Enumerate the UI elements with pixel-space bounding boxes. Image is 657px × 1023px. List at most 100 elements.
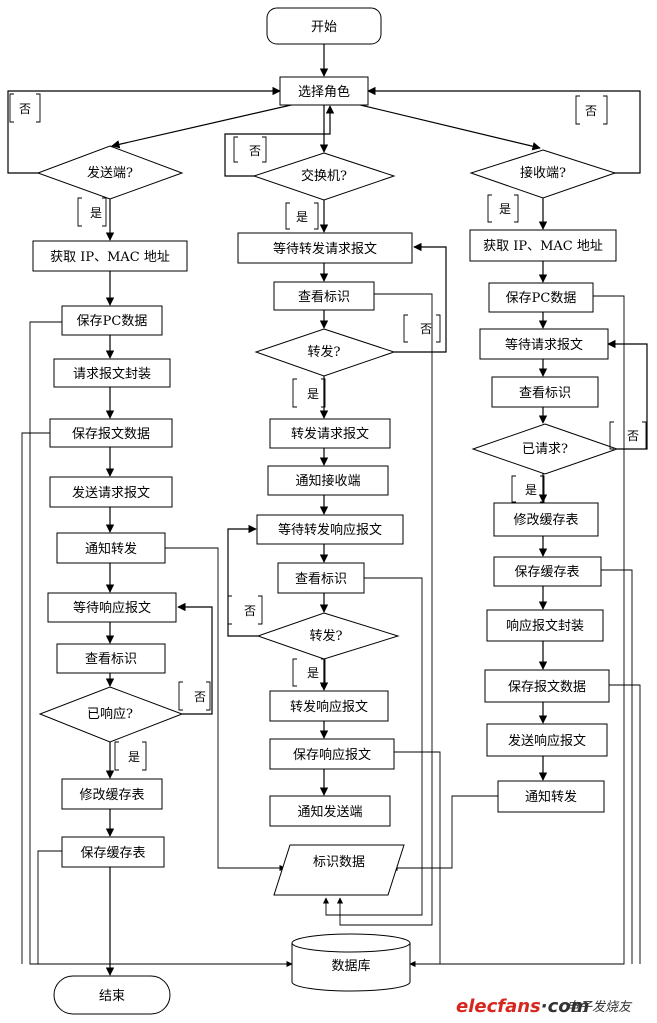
watermark-cn: 电子发烧友 — [566, 1000, 633, 1015]
receiver-save-cache-label: 保存缓存表 — [514, 565, 579, 580]
no-label-receiver-loop: 否 — [585, 104, 597, 118]
yes-label-receiver: 是 — [499, 202, 511, 216]
switch-forward1-label: 转发? — [308, 344, 341, 360]
receiver-resp-pack-box — [486, 609, 604, 642]
is-switch-label: 交换机? — [301, 168, 347, 184]
receiver-notify-fwd-label: 通知转发 — [525, 789, 577, 805]
switch-forward1-decision — [254, 328, 396, 377]
switch-check-id2-box — [277, 562, 365, 594]
receiver-check-id-label: 查看标识 — [519, 385, 571, 401]
switch-fwd-resp-label: 转发响应报文 — [290, 699, 368, 715]
sender-save-msg-box — [49, 418, 173, 448]
switch-forward2-label: 转发? — [310, 628, 343, 644]
switch-check-id1-label: 查看标识 — [298, 289, 350, 305]
receiver-requested-label: 已请求? — [522, 442, 568, 457]
select-role-box — [279, 76, 369, 106]
sender-save-pc-label: 保存PC数据 — [77, 314, 148, 329]
receiver-notify-fwd-box — [497, 780, 605, 813]
switch-wait-req-label: 等待转发请求报文 — [273, 241, 377, 257]
id-data-parallelogram — [273, 844, 405, 896]
sender-send-req-box — [49, 476, 173, 508]
sender-responded-label: 已响应? — [87, 706, 133, 722]
sender-check-id-label: 查看标识 — [85, 651, 137, 667]
receiver-save-pc-label: 保存PC数据 — [506, 291, 577, 306]
end-label: 结束 — [99, 989, 125, 1004]
watermark-com: com — [548, 996, 590, 1017]
switch-fwd-req-box — [269, 418, 391, 449]
yes-label-responded: 是 — [128, 750, 140, 764]
receiver-modify-cache-box — [493, 502, 599, 537]
start-terminal — [266, 7, 382, 45]
sender-wait-resp-box — [47, 592, 177, 623]
receiver-send-resp-label: 发送响应报文 — [508, 733, 586, 749]
no-label-forward1: 否 — [420, 322, 432, 336]
switch-check-id1-box — [273, 281, 375, 311]
sender-save-cache-label: 保存缓存表 — [80, 846, 145, 861]
yes-label-forward1: 是 — [307, 387, 319, 401]
is-receiver-label: 接收端? — [520, 165, 566, 181]
no-label-forward2: 否 — [244, 604, 256, 618]
receiver-save-msg-label: 保存报文数据 — [508, 680, 586, 695]
switch-fwd-resp-box — [269, 690, 389, 722]
receiver-check-id-box — [491, 376, 599, 408]
receiver-wait-req-label: 等待请求报文 — [505, 337, 583, 353]
svg-text:elecfans·com: elecfans·com — [456, 996, 589, 1017]
switch-wait-resp-label: 等待转发响应报文 — [278, 522, 382, 538]
no-label-requested: 否 — [627, 429, 639, 443]
receiver-send-resp-box — [486, 723, 608, 757]
is-sender-decision — [36, 145, 184, 200]
select-role-label: 选择角色 — [298, 84, 350, 100]
switch-notify-send-label: 通知发送端 — [297, 804, 362, 820]
receiver-save-pc-box — [488, 282, 594, 313]
branch-labels: 否 否 否 是 是 是 否 是 否 是 否 是 否 — [9, 93, 647, 771]
sender-notify-fwd-label: 通知转发 — [85, 541, 137, 557]
sender-wait-resp-label: 等待响应报文 — [73, 600, 151, 616]
receiver-save-msg-box — [484, 669, 610, 703]
switch-wait-resp-box — [256, 514, 404, 545]
receiver-get-ip-label: 获取 IP、MAC 地址 — [483, 239, 603, 254]
database-label: 数据库 — [331, 958, 370, 974]
receiver-get-ip-box — [469, 229, 617, 262]
switch-save-resp-box — [269, 738, 395, 770]
yes-label-switch: 是 — [296, 210, 308, 224]
is-receiver-decision — [469, 149, 617, 199]
receiver-wait-req-box — [479, 328, 609, 360]
no-label-sender-loop: 否 — [19, 102, 31, 116]
no-label-switch-loop: 否 — [249, 144, 261, 158]
sender-save-cache-box — [61, 836, 165, 868]
receiver-save-cache-box — [493, 556, 602, 587]
is-switch-decision — [252, 152, 396, 201]
sender-modify-cache-box — [61, 778, 163, 810]
end-terminal — [53, 975, 171, 1015]
switch-wait-req-box — [237, 232, 413, 264]
switch-check-id2-label: 查看标识 — [295, 571, 347, 587]
sender-send-req-label: 发送请求报文 — [72, 485, 150, 501]
yes-label-sender: 是 — [90, 206, 102, 220]
switch-notify-recv-box — [267, 465, 389, 496]
receiver-resp-pack-label: 响应报文封装 — [506, 618, 584, 634]
database-cylinder — [291, 933, 411, 992]
sender-notify-fwd-box — [56, 532, 166, 564]
receiver-requested-decision — [471, 423, 619, 475]
switch-notify-send-box — [269, 795, 391, 827]
sender-get-ip-box — [32, 240, 188, 272]
switch-notify-recv-label: 通知接收端 — [295, 473, 360, 489]
start-label: 开始 — [311, 20, 337, 35]
elecfans-watermark: elecfans·com 电子发烧友 — [456, 996, 633, 1017]
sender-get-ip-label: 获取 IP、MAC 地址 — [50, 250, 170, 265]
yes-label-requested: 是 — [525, 483, 537, 497]
watermark-brand: elecfans — [456, 996, 541, 1017]
receiver-modify-cache-label: 修改缓存表 — [513, 513, 578, 528]
sender-modify-cache-label: 修改缓存表 — [79, 788, 144, 803]
id-data-label: 标识数据 — [313, 855, 365, 870]
sender-save-pc-box — [61, 305, 163, 336]
no-label-responded: 否 — [194, 690, 206, 704]
sender-check-id-box — [56, 643, 166, 674]
watermark-dot: · — [541, 996, 548, 1017]
switch-fwd-req-label: 转发请求报文 — [291, 426, 369, 442]
yes-label-forward2: 是 — [307, 666, 319, 680]
sender-responded-decision — [38, 686, 184, 743]
is-sender-label: 发送端? — [87, 165, 133, 181]
